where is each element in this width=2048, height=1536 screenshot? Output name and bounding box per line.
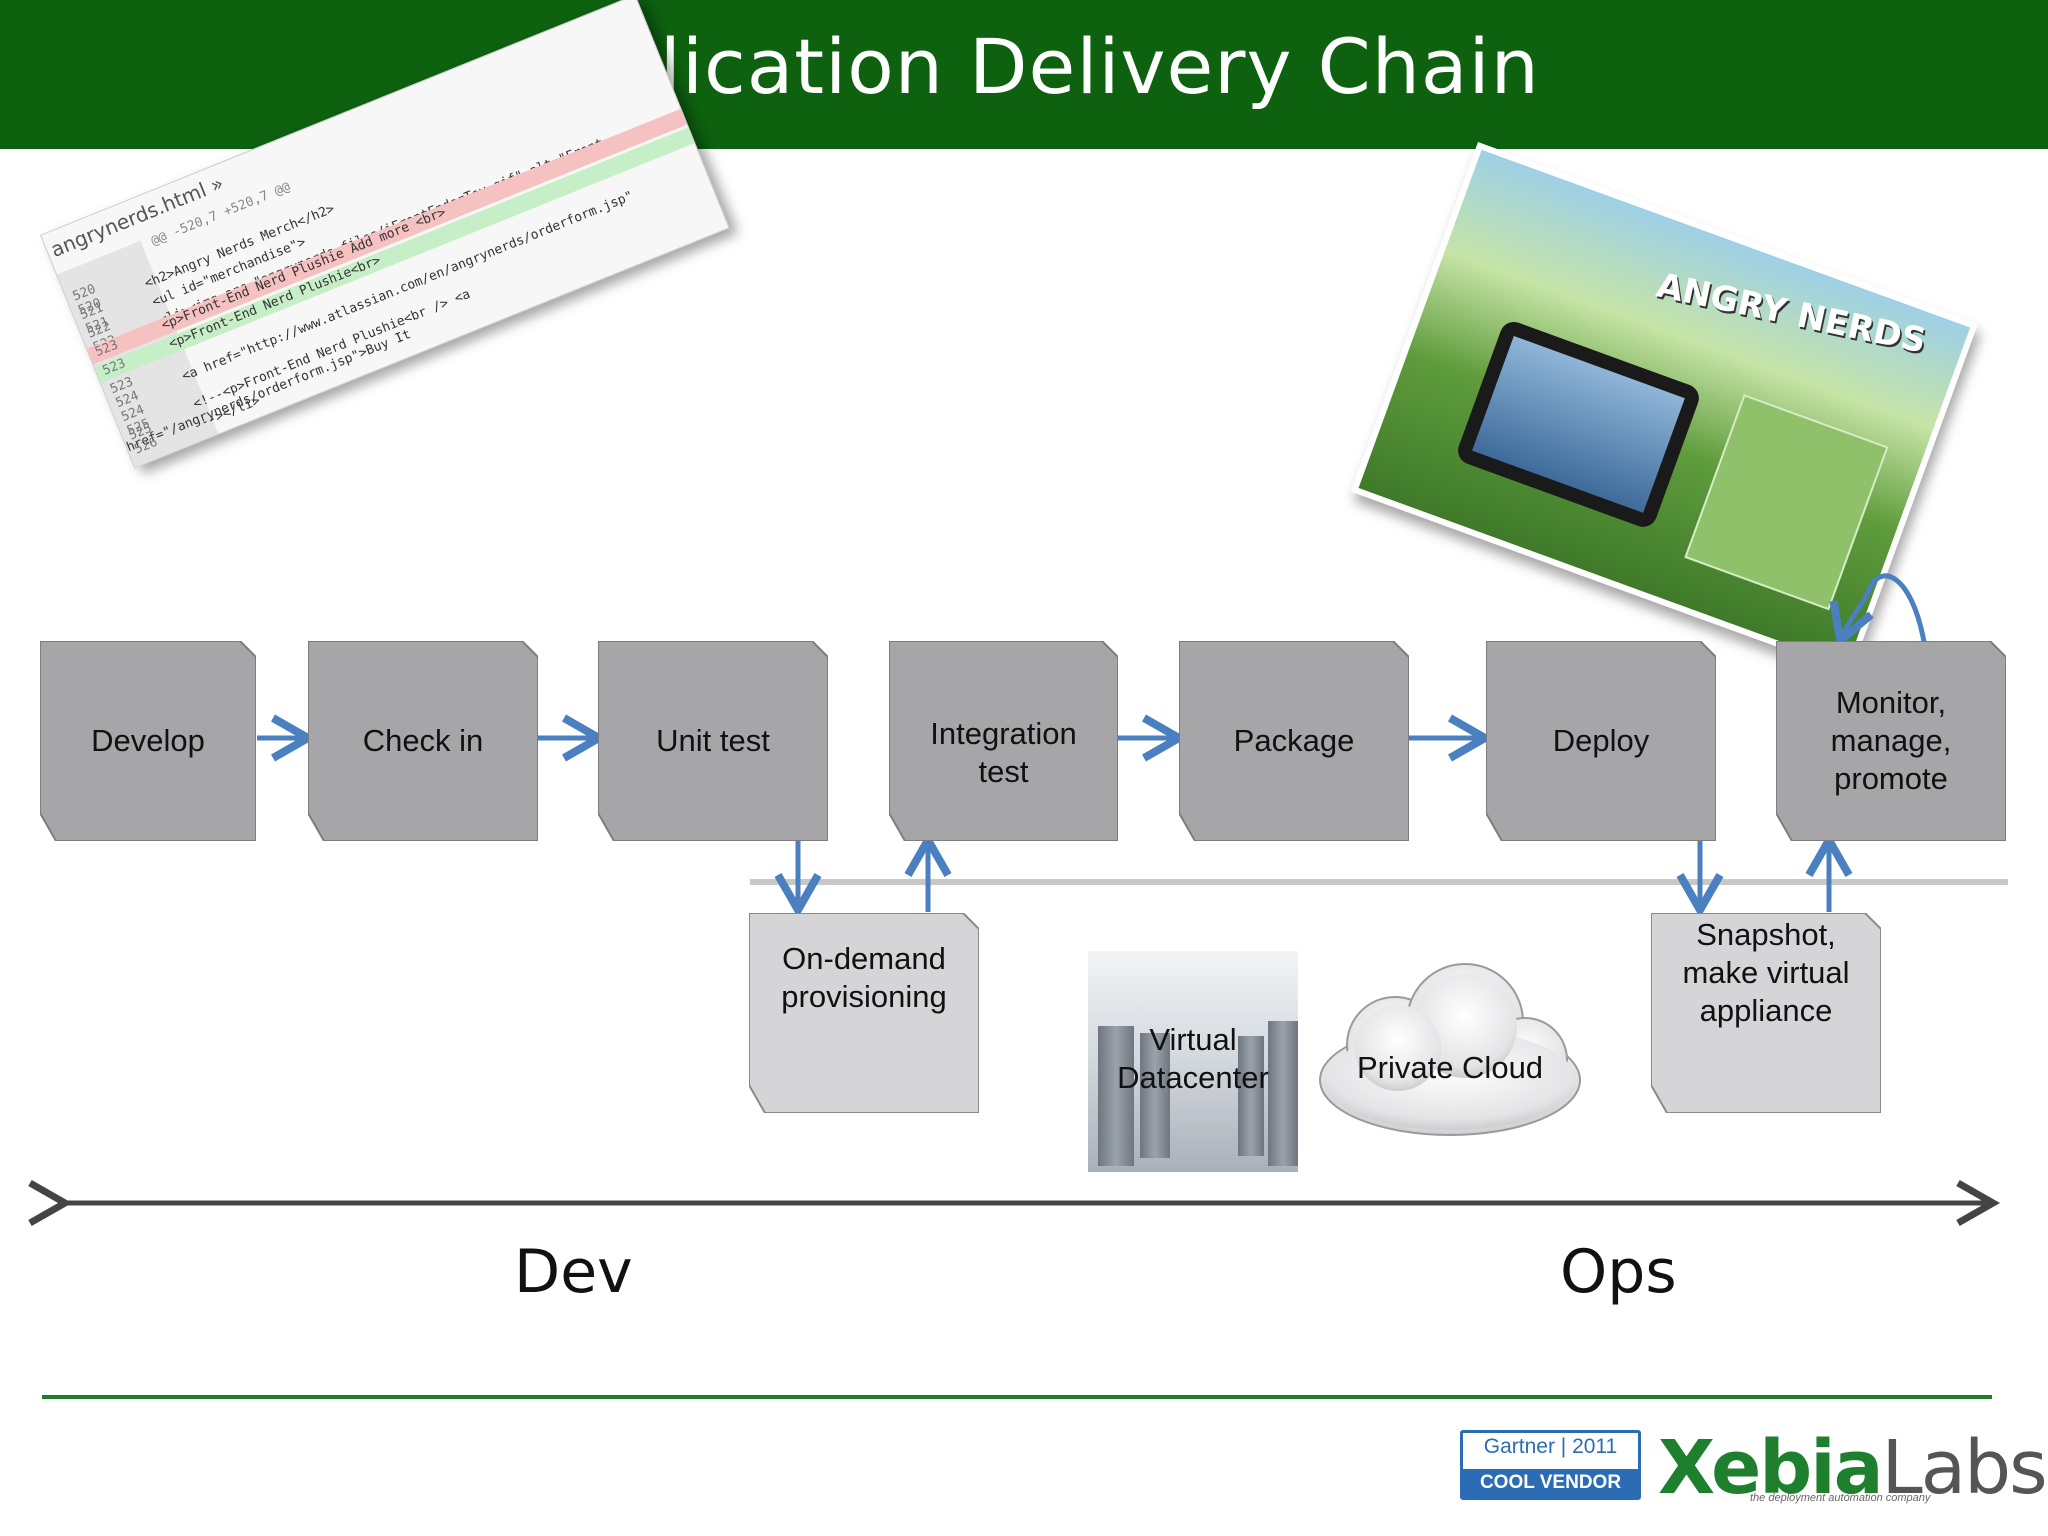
step-label: Deploy	[1552, 723, 1650, 758]
step-label: Package	[1233, 723, 1355, 758]
step-label: Monitor, manage, promote	[1830, 685, 1952, 796]
virtual-datacenter-image: Virtual Datacenter	[1088, 951, 1298, 1172]
step-package: Package	[1179, 641, 1409, 841]
xebialabs-tagline: the deployment automation company	[1750, 1492, 1931, 1504]
arrow-monitor-loop	[1829, 573, 1927, 649]
snapshot-label: Snapshot, make virtual appliance	[1682, 917, 1850, 1028]
datacenter-label: Virtual Datacenter	[1117, 1022, 1269, 1095]
step-label: Develop	[91, 723, 205, 758]
step-label: Integration test	[930, 716, 1077, 789]
step-monitor: Monitor, manage, promote	[1776, 641, 2006, 841]
step-integration-test: Integration test	[889, 641, 1118, 841]
step-check-in: Check in	[308, 641, 538, 841]
provisioning-label: On-demand provisioning	[781, 941, 947, 1014]
step-develop: Develop	[40, 641, 256, 841]
gartner-cool-vendor-logo: Gartner | 2011 COOL VENDOR	[1460, 1430, 1641, 1500]
slide-title: Application Delivery Chain	[508, 22, 1540, 111]
step-unit-test: Unit test	[598, 641, 828, 841]
step-deploy: Deploy	[1486, 641, 1716, 841]
ops-label: Ops	[1560, 1237, 1677, 1307]
snapshot-box: Snapshot, make virtual appliance	[1651, 913, 1881, 1113]
on-demand-provisioning-box: On-demand provisioning	[749, 913, 979, 1113]
footer-rule	[42, 1395, 1992, 1399]
xebialabs-logo: XebiaLabs	[1658, 1425, 2048, 1511]
private-cloud-image: Private Cloud	[1310, 960, 1590, 1145]
step-label: Check in	[362, 723, 484, 758]
cloud-label: Private Cloud	[1356, 1050, 1544, 1085]
dev-label: Dev	[514, 1237, 633, 1307]
step-label: Unit test	[656, 723, 770, 758]
